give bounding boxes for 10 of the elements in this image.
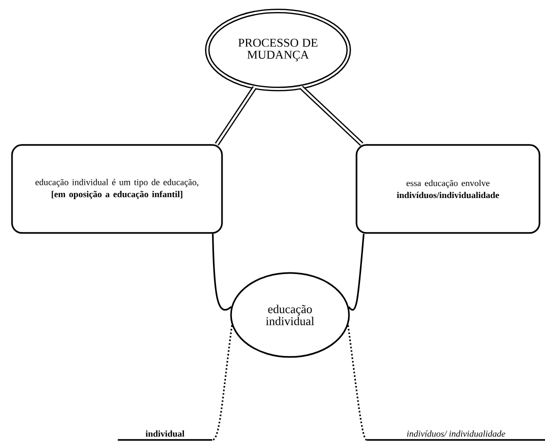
connector-line	[214, 86, 257, 146]
underlined-label: individual	[118, 430, 212, 441]
underlined-label: indivíduos/ individualidade	[366, 430, 545, 441]
connector-line	[348, 234, 364, 310]
connector-line	[300, 86, 364, 146]
text-box: essa educação envolve indivíduos/individualidade	[356, 144, 540, 234]
connector-line	[212, 234, 232, 310]
connector-line	[212, 325, 233, 441]
connector-line	[347, 325, 368, 441]
text-box: educação individual é um tipo de educação, [em oposição a educação infantil]	[11, 144, 223, 234]
